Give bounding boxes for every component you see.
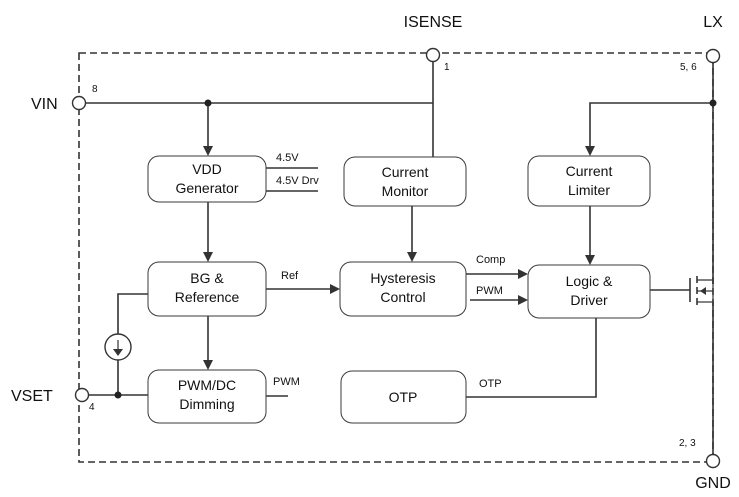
current-limiter-label-2: Limiter (568, 182, 610, 198)
hysteresis-control-label-1: Hysteresis (370, 270, 435, 286)
bg-reference-label-1: BG & (190, 270, 224, 286)
isense-pin-name: ISENSE (404, 14, 463, 31)
vdd-generator-label-2: Generator (175, 180, 238, 196)
pwm-dc-dimming-label-2: Dimming (179, 396, 234, 412)
arrowhead-pwm-in (518, 295, 528, 305)
lx-pin (705, 48, 721, 64)
signal-pwm-out: PWM (273, 376, 300, 388)
arrowhead-pwm-dimming (203, 360, 213, 370)
logic-driver-block (527, 264, 651, 319)
gnd-pin (705, 453, 721, 469)
signal-4v5: 4.5V (276, 152, 299, 164)
arrowhead-ref (330, 284, 340, 294)
otp-wire (466, 318, 597, 398)
bg-reference-block (147, 261, 267, 317)
junction-vset (114, 391, 122, 399)
pwm-dc-dimming-label-1: PWM/DC (178, 377, 236, 393)
current-monitor-block (343, 156, 467, 207)
current-limiter-block (527, 155, 651, 207)
pwm-dc-dimming-block (147, 369, 267, 424)
gnd-pin-number: 2, 3 (679, 438, 696, 449)
current-monitor-label-2: Monitor (382, 183, 429, 199)
bg-reference-label-2: Reference (175, 289, 240, 305)
arrowhead-limiter (585, 146, 595, 156)
signal-pwm-in: PWM (476, 285, 503, 297)
logic-driver-label-1: Logic & (566, 273, 613, 289)
isense-pin-number: 1 (444, 62, 450, 73)
vdd-generator-block (147, 155, 267, 203)
signal-ref: Ref (281, 270, 299, 282)
otp-label: OTP (389, 389, 418, 405)
vset-pin (74, 387, 90, 403)
signal-otp: OTP (479, 378, 502, 390)
junction-vin (204, 99, 212, 107)
arrowhead-vdd-gen (203, 146, 213, 156)
arrowhead-logic-top (585, 255, 595, 265)
lx-to-limiter-wire (589, 102, 713, 146)
isense-pin (425, 47, 441, 63)
logic-driver-label-2: Driver (570, 292, 608, 308)
signal-comp: Comp (476, 254, 505, 266)
otp-block (340, 370, 467, 424)
current-limiter-label-1: Current (566, 163, 613, 179)
current-source-icon (104, 333, 132, 361)
power-mosfet-icon (689, 276, 714, 305)
arrowhead-bg (203, 252, 213, 262)
vin-pin (71, 95, 87, 111)
lx-pin-number: 5, 6 (680, 62, 697, 73)
current-source-loop-wire (117, 293, 148, 395)
vset-pin-number: 4 (89, 402, 95, 413)
vin-pin-number: 8 (92, 84, 98, 95)
arrowhead-hysteresis (407, 252, 417, 262)
hysteresis-control-block (339, 261, 467, 317)
lx-pin-name: LX (703, 14, 723, 31)
gnd-pin-name: GND (695, 475, 731, 492)
vset-pin-name: VSET (11, 388, 53, 405)
hysteresis-control-label-2: Control (380, 289, 425, 305)
current-monitor-label-1: Current (382, 164, 429, 180)
vin-pin-name: VIN (31, 96, 58, 113)
junction-lx (709, 99, 717, 107)
vdd-generator-label-1: VDD (192, 161, 222, 177)
arrowhead-comp (518, 269, 528, 279)
signal-4v5-drv: 4.5V Drv (276, 175, 319, 187)
